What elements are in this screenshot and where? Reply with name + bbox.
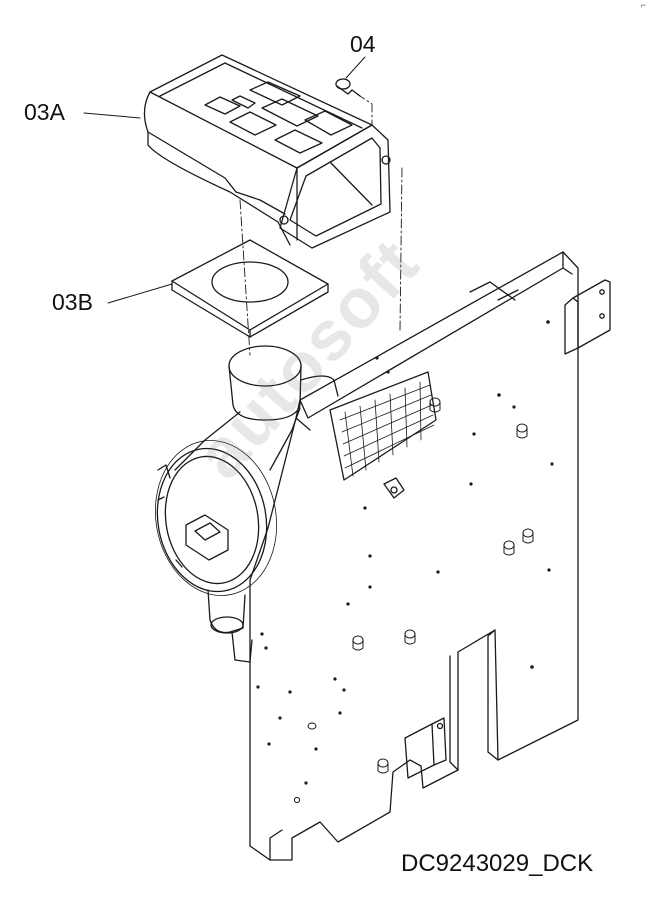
back-plate — [249, 251, 611, 861]
callout-label-03a: 03A — [24, 99, 65, 125]
duct-cover-03a — [143, 54, 391, 249]
document-id: DC9243029_DCK — [401, 850, 594, 877]
leader-lines — [83, 56, 366, 304]
assembly-lines — [239, 93, 403, 356]
screw-04 — [335, 78, 361, 97]
callout-label-04: 04 — [350, 31, 376, 57]
corner-mark: ⌐ — [640, 0, 646, 10]
blower-fan — [154, 345, 339, 663]
gasket-03b — [171, 239, 329, 338]
callout-label-03b: 03B — [52, 289, 93, 315]
